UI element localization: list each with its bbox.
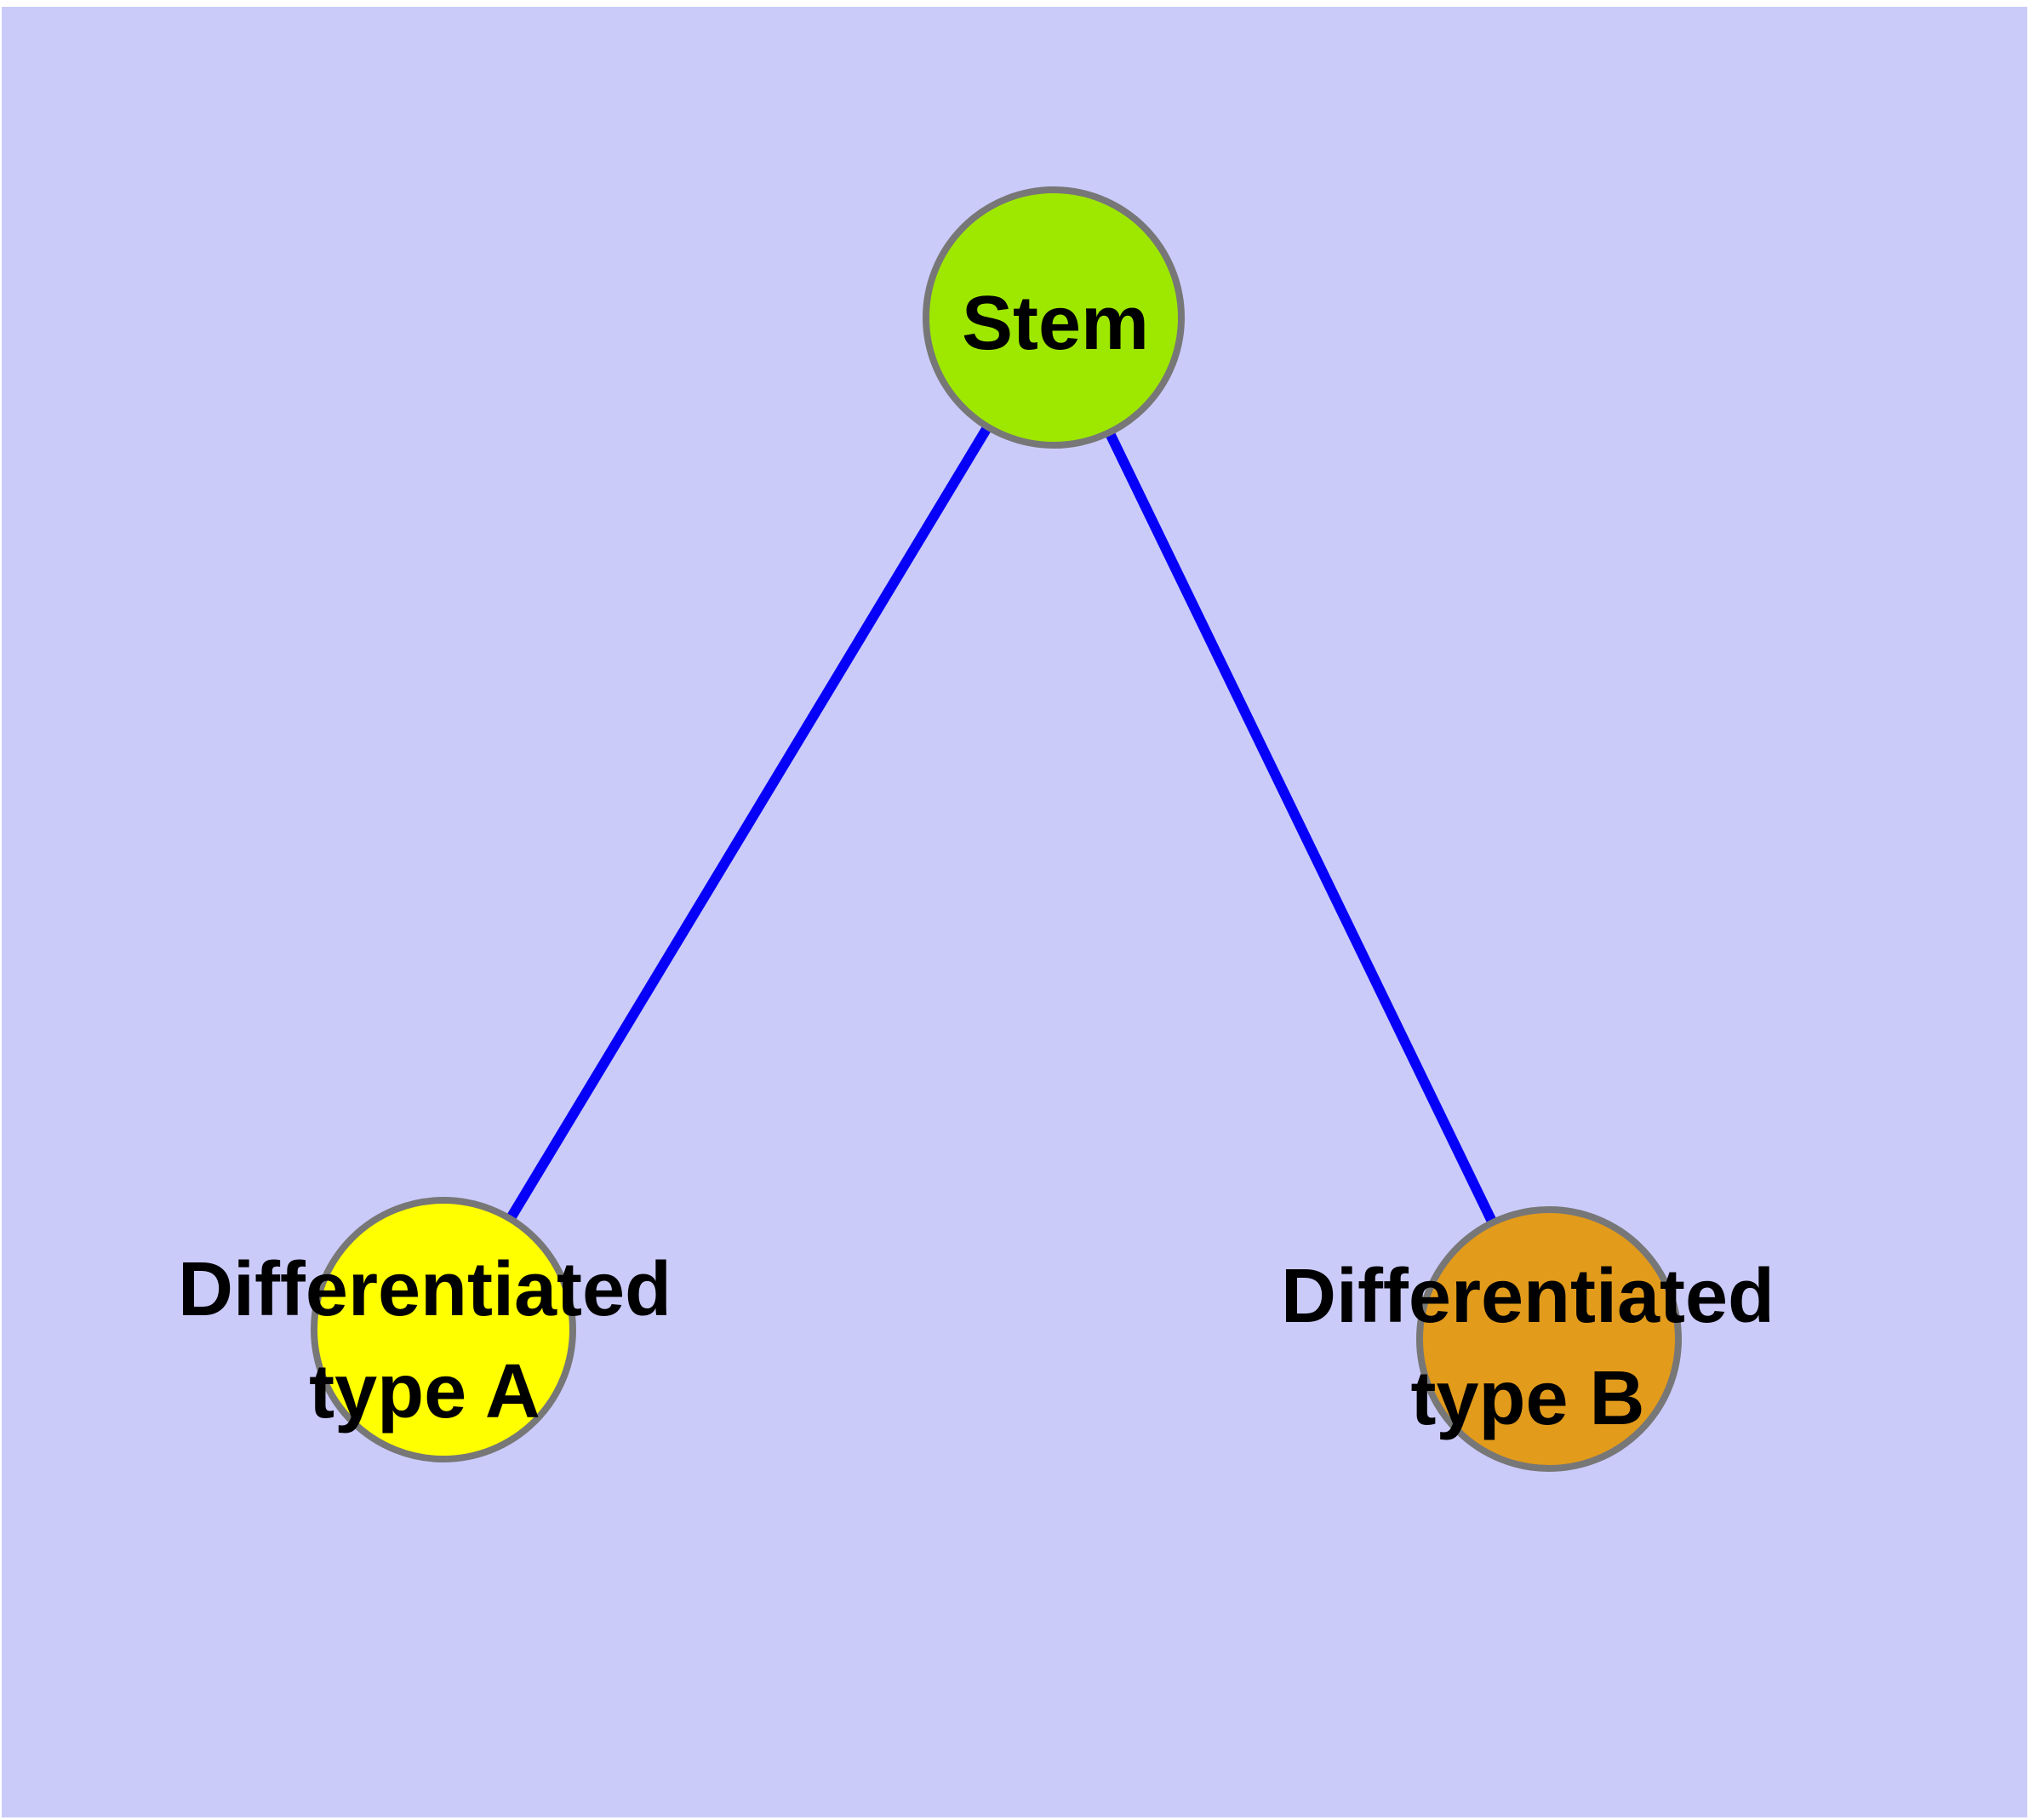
- node-stem-label: Stem: [962, 281, 1149, 366]
- edge-stem-to-type-b: [1049, 315, 1554, 1342]
- node-type-a-circle: [311, 1197, 576, 1462]
- node-type-a-label-line2: type A: [309, 1349, 540, 1434]
- node-type-a-label-line1: Differentiated: [178, 1247, 672, 1332]
- edge-stem-to-type-a: [438, 314, 1059, 1333]
- node-type-b-label-line2: type B: [1410, 1356, 1644, 1441]
- node-type-b-label-line1: Differentiated: [1281, 1254, 1775, 1339]
- node-type-b-circle: [1416, 1206, 1682, 1472]
- node-stem-circle: [923, 186, 1185, 449]
